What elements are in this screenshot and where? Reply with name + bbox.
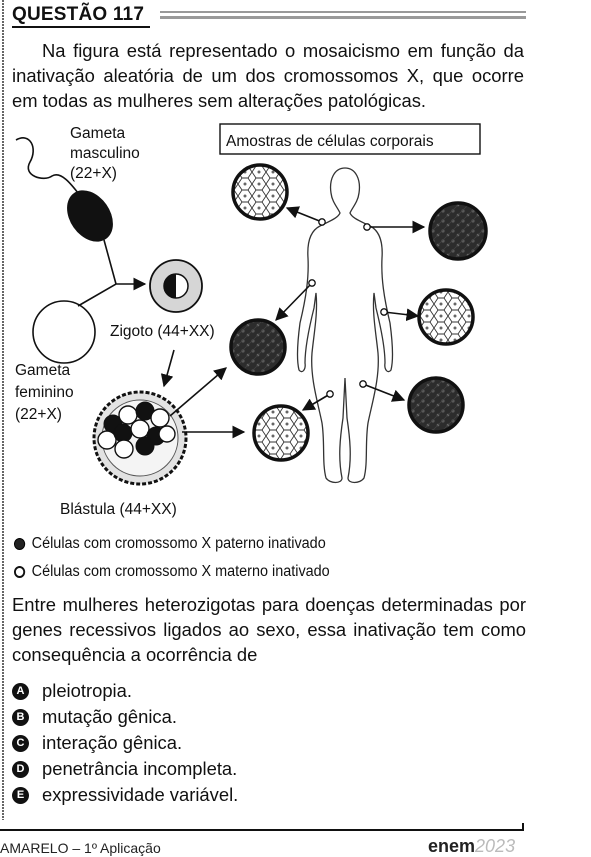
sample-cells-hip-right <box>417 288 475 346</box>
female-gamete-label-1: Gameta <box>15 362 71 379</box>
header-double-bar <box>160 11 526 20</box>
blastula-arrow-up <box>169 367 227 417</box>
question-header: QUESTÃO 117 <box>12 3 526 28</box>
fertilization-lines <box>77 239 145 307</box>
option-a-badge-icon: A <box>12 682 29 700</box>
sample-cells-shoulder-right <box>428 201 488 261</box>
footer-brand-name: enem <box>428 836 476 856</box>
sample-cells-arm-left <box>229 318 287 376</box>
sample-cells-leg-left <box>252 404 310 462</box>
male-gamete-label-2: masculino <box>70 145 140 162</box>
legend-paternal: Células com cromossomo X paterno inativa… <box>14 535 326 553</box>
legend-maternal: Células com cromossomo X materno inativa… <box>14 563 330 581</box>
sample-cells-shoulder-left <box>231 163 289 221</box>
male-gamete-label-1: Gameta <box>70 125 126 142</box>
female-gamete-label-3: (22+X) <box>15 406 62 423</box>
footer-brand-year: 2023 <box>475 836 516 856</box>
zygote-label: Zigoto (44+XX) <box>110 323 215 340</box>
female-gamete-label-2: feminino <box>15 384 74 401</box>
footer-brand: enem2023 <box>428 836 515 857</box>
option-c[interactable]: C interação gênica. <box>12 730 238 756</box>
option-d-text: penetrância incompleta. <box>42 758 238 779</box>
option-d-badge-icon: D <box>12 760 29 778</box>
footer-exam-color: AMARELO – 1º Aplicação <box>0 840 161 856</box>
answer-options: A pleiotropia. B mutação gênica. C inter… <box>12 678 238 808</box>
option-b[interactable]: B mutação gênica. <box>12 704 238 730</box>
option-c-badge-icon: C <box>12 734 29 752</box>
question-title: QUESTÃO 117 <box>12 4 145 25</box>
male-gamete-label-3: (22+X) <box>70 165 117 182</box>
zygote <box>149 259 203 313</box>
sample-arrows <box>275 206 426 411</box>
mosaicism-figure: Gameta masculino (22+X) Gameta feminino … <box>15 123 488 518</box>
sample-points <box>308 218 388 398</box>
question-intro: Na figura está representado o mosaicismo… <box>12 40 524 111</box>
legend-paternal-label: Células com cromossomo X paterno inativa… <box>31 535 326 552</box>
woman-silhouette <box>296 167 394 484</box>
option-d[interactable]: D penetrância incompleta. <box>12 756 238 782</box>
option-e-badge-icon: E <box>12 786 29 804</box>
option-a-text: pleiotropia. <box>42 680 132 701</box>
left-margin-rule <box>2 0 4 820</box>
legend-maternal-label: Células com cromossomo X materno inativa… <box>31 563 330 580</box>
option-b-text: mutação gênica. <box>42 706 177 727</box>
empty-circle-icon <box>14 566 26 578</box>
footer-tick <box>522 823 524 831</box>
option-a[interactable]: A pleiotropia. <box>12 678 238 704</box>
zygote-to-blastula-arrow <box>160 349 175 388</box>
option-b-badge-icon: B <box>12 708 29 726</box>
male-gamete <box>15 137 113 242</box>
female-gamete <box>32 300 96 364</box>
filled-circle-icon <box>14 538 26 550</box>
title-underline <box>12 26 150 28</box>
question-stem: Entre mulheres heterozigotas para doença… <box>12 594 526 665</box>
blastula-label: Blástula (44+XX) <box>60 501 177 518</box>
footer-rule <box>0 829 524 831</box>
option-c-text: interação gênica. <box>42 732 183 753</box>
option-e[interactable]: E expressividade variável. <box>12 782 238 808</box>
option-e-text: expressividade variável. <box>42 784 239 805</box>
samples-box-label: Amostras de células corporais <box>226 133 434 150</box>
blastula <box>92 390 188 486</box>
sample-cells-leg-right <box>407 376 465 434</box>
samples-box <box>219 123 481 155</box>
